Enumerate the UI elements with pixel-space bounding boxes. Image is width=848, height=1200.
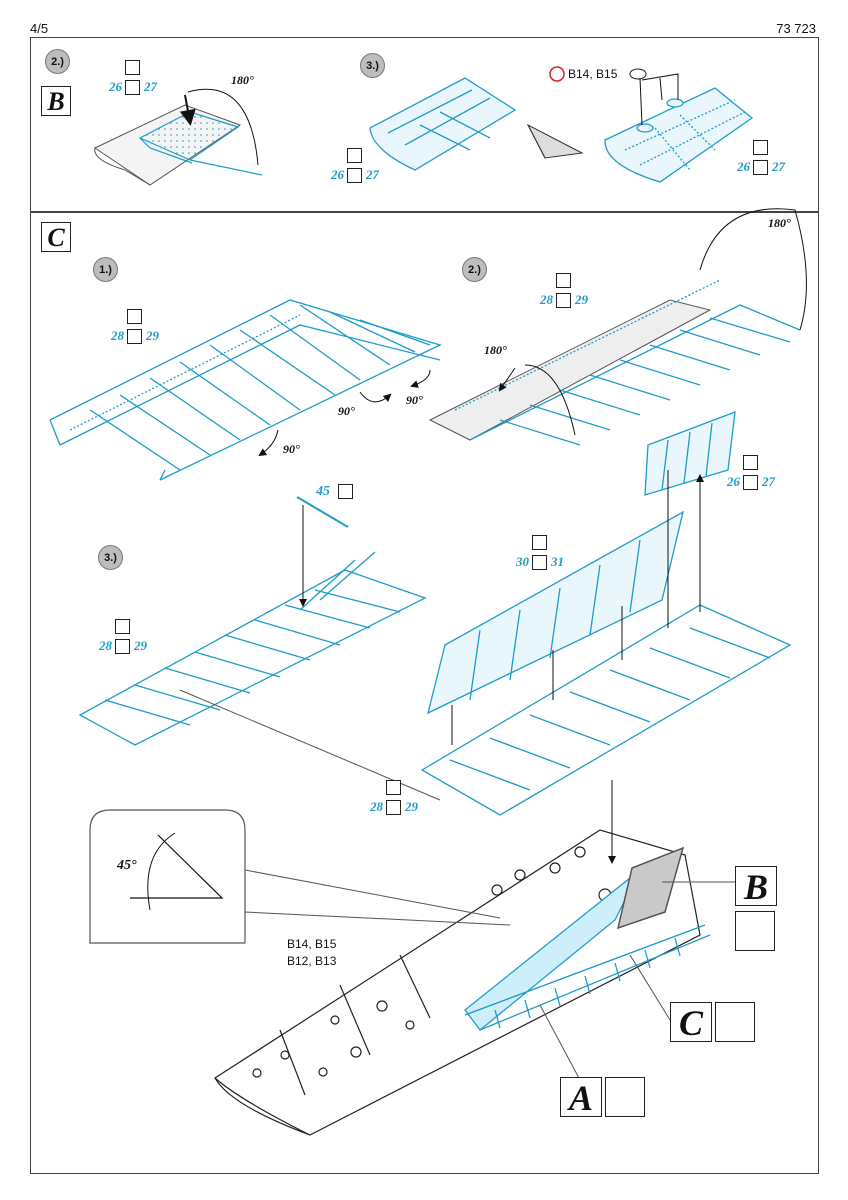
b-ref-step3b: 26 27 — [726, 140, 816, 180]
c-angle-90-c: 90° — [283, 442, 300, 456]
callout-b-etch-icon — [735, 911, 775, 951]
detail-box — [89, 809, 246, 944]
etch-icon — [386, 800, 401, 815]
b-step-2: 2.) — [45, 49, 70, 74]
fold-icon — [347, 148, 362, 163]
page-number: 4/5 — [30, 21, 49, 36]
etch-icon — [115, 639, 130, 654]
fold-icon — [386, 780, 401, 795]
c-angle-45: 45° — [117, 858, 137, 873]
b-parts-note: B14, B15 — [568, 67, 618, 81]
fold-icon — [115, 619, 130, 634]
flap-a — [464, 869, 641, 1031]
c-angle-90-a: 90° — [338, 404, 355, 418]
c-step-3: 3.) — [98, 545, 123, 570]
fold-icon — [753, 140, 768, 155]
fold-icon — [532, 535, 547, 550]
c-ref-1: 28 29 — [100, 309, 190, 349]
callout-a-letter: A — [560, 1077, 602, 1118]
b-angle-180: 180° — [231, 73, 254, 87]
etch-icon — [125, 80, 140, 95]
section-b-frame — [30, 37, 819, 212]
etch-icon — [753, 160, 768, 175]
parts-label-2: B12, B13 — [287, 954, 337, 968]
b-ref-step3: 26 27 — [320, 148, 410, 188]
c3-wing — [78, 551, 427, 746]
section-c-frame — [30, 212, 819, 1174]
callout-b-letter: B — [735, 866, 777, 907]
callout-a-etch-icon — [605, 1077, 645, 1117]
c-angle-180-top: 180° — [768, 216, 791, 230]
fold-icon — [127, 309, 142, 324]
product-code: 73 723 — [776, 21, 816, 36]
c-ref-4: 30 31 — [505, 535, 595, 575]
c1-wing — [49, 299, 442, 481]
etch-icon — [338, 484, 353, 499]
c2-wing-base — [428, 299, 712, 441]
fold-icon — [125, 60, 140, 75]
fold-icon — [556, 273, 571, 288]
c-ref-2: 28 29 — [529, 273, 619, 313]
b-step3-angle — [526, 123, 584, 159]
b-step3-panel — [369, 77, 517, 171]
c3-flap — [427, 510, 684, 715]
etch-icon — [532, 555, 547, 570]
c-ref-6: 28 29 — [359, 780, 449, 820]
b-step2-etch — [138, 111, 263, 176]
fold-icon — [743, 455, 758, 470]
callout-c-etch-icon — [715, 1002, 755, 1042]
b-step-3: 3.) — [360, 53, 385, 78]
c-ref-5: 28 29 — [88, 619, 178, 659]
etch-icon — [347, 168, 362, 183]
section-c-letter: C — [41, 222, 71, 252]
c-ref-3: 26 27 — [716, 455, 806, 495]
callout-c-letter: C — [670, 1002, 712, 1043]
etch-icon — [556, 293, 571, 308]
panel-b — [616, 846, 685, 930]
section-b-letter: B — [41, 86, 71, 116]
parts-label-1: B14, B15 — [287, 937, 337, 951]
etch-icon — [743, 475, 758, 490]
c-step-2: 2.) — [462, 257, 487, 282]
rib-c — [464, 924, 711, 1031]
c-step-1: 1.) — [93, 257, 118, 282]
c-angle-90-b: 90° — [406, 393, 423, 407]
b-ref-step2: 26 27 — [98, 60, 188, 100]
b-step3-wing — [604, 87, 754, 183]
etch-icon — [127, 329, 142, 344]
c3-wing-right — [420, 604, 792, 816]
c-angle-180-mid: 180° — [484, 343, 507, 357]
